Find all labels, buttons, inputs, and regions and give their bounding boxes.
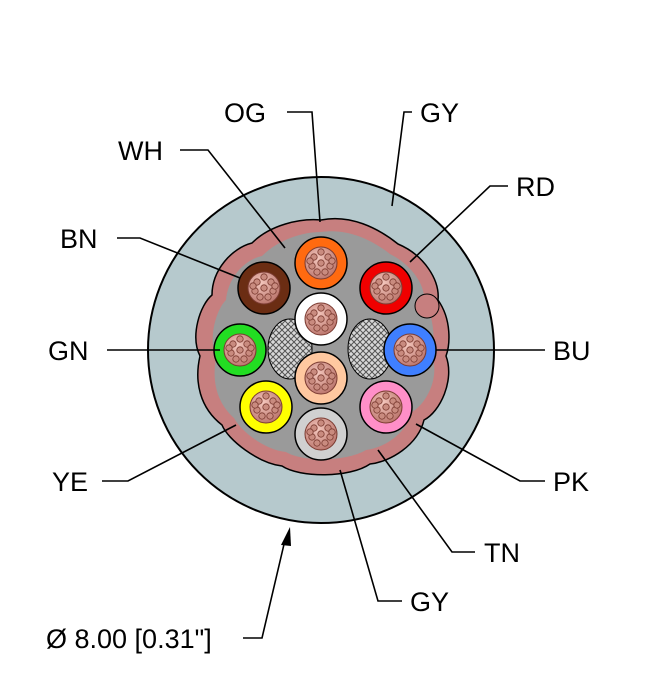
strand-wh	[317, 304, 325, 312]
conductor-bu	[383, 323, 437, 377]
leader-bn	[117, 237, 241, 279]
strand-og	[306, 257, 314, 265]
strand-gn	[236, 335, 244, 343]
conductor-tn	[294, 351, 348, 405]
strand-gy_center	[321, 439, 329, 447]
strand-ye	[258, 412, 266, 420]
label-rd: RD	[516, 172, 555, 202]
strand-ye	[262, 403, 270, 411]
strand-bu	[395, 344, 403, 352]
strand-bu	[410, 355, 418, 363]
leader-diameter	[243, 539, 286, 639]
strand-tn	[306, 372, 314, 380]
strand-wh	[328, 313, 336, 321]
strand-gy_center	[317, 430, 325, 438]
strand-bu	[417, 344, 425, 352]
strand-og	[328, 257, 336, 265]
diameter-arrowhead	[281, 527, 291, 546]
conductor-gn	[213, 323, 267, 377]
strand-ye	[273, 401, 281, 409]
strand-bn	[256, 293, 264, 301]
label-bu: BU	[553, 336, 591, 366]
strand-rd	[382, 273, 390, 281]
strand-bn	[271, 282, 279, 290]
strand-gn	[240, 355, 248, 363]
strand-rd	[378, 293, 386, 301]
strand-rd	[382, 284, 390, 292]
label-diameter: Ø 8.00 [0.31"]	[46, 624, 212, 654]
conductor-ye	[239, 380, 293, 434]
strand-tn	[328, 372, 336, 380]
strand-pk	[371, 401, 379, 409]
strand-pk	[393, 401, 401, 409]
leader-rd	[409, 185, 508, 263]
strand-og	[317, 259, 325, 267]
strand-wh	[306, 313, 314, 321]
strand-og	[317, 248, 325, 256]
strand-bn	[249, 282, 257, 290]
leader-tn	[377, 449, 475, 553]
strand-wh	[313, 324, 321, 332]
strand-gn	[225, 344, 233, 352]
strand-ye	[251, 401, 259, 409]
strand-tn	[313, 383, 321, 391]
label-bn: BN	[60, 224, 98, 254]
conductor-rd	[359, 261, 413, 315]
strand-rd	[386, 293, 394, 301]
strand-gn	[247, 344, 255, 352]
label-gy-jacket: GY	[420, 98, 459, 128]
strand-tn	[317, 374, 325, 382]
leader-og	[287, 111, 321, 223]
conductor-bn	[237, 261, 291, 315]
strand-gy_center	[306, 428, 314, 436]
label-ye: YE	[52, 467, 88, 497]
strand-bn	[260, 273, 268, 281]
strand-tn	[321, 383, 329, 391]
strand-gn	[232, 355, 240, 363]
leader-wh	[180, 149, 286, 249]
strand-bu	[402, 355, 410, 363]
strand-bn	[264, 293, 272, 301]
conductor-wh	[294, 292, 348, 346]
leader-ye	[102, 424, 237, 482]
conductor-pk	[359, 380, 413, 434]
label-pk: PK	[553, 467, 589, 497]
strand-pk	[378, 412, 386, 420]
strand-rd	[393, 282, 401, 290]
strand-pk	[386, 412, 394, 420]
strand-og	[313, 268, 321, 276]
strand-bu	[406, 346, 414, 354]
conductor-gy_center	[294, 407, 348, 461]
strand-tn	[317, 363, 325, 371]
leader-gy-bottom	[339, 469, 402, 602]
conductors-group	[213, 236, 437, 461]
label-og: OG	[224, 98, 266, 128]
strand-gy_center	[313, 439, 321, 447]
label-gn: GN	[48, 336, 89, 366]
strand-gn	[236, 346, 244, 354]
strand-wh	[317, 315, 325, 323]
strand-bn	[260, 284, 268, 292]
strand-wh	[321, 324, 329, 332]
strand-og	[321, 268, 329, 276]
strand-gy_center	[328, 428, 336, 436]
label-tn: TN	[484, 538, 520, 568]
strand-gy_center	[317, 419, 325, 427]
leader-pk	[415, 423, 545, 482]
strand-pk	[382, 403, 390, 411]
label-wh: WH	[118, 136, 163, 166]
strand-ye	[262, 392, 270, 400]
strand-rd	[371, 282, 379, 290]
strand-bu	[406, 335, 414, 343]
label-gy-bottom: GY	[410, 587, 449, 617]
filler-strand-small	[414, 293, 440, 319]
strand-ye	[266, 412, 274, 420]
conductor-og	[294, 236, 348, 290]
strand-pk	[382, 392, 390, 400]
leader-gy-jacket	[391, 111, 412, 207]
